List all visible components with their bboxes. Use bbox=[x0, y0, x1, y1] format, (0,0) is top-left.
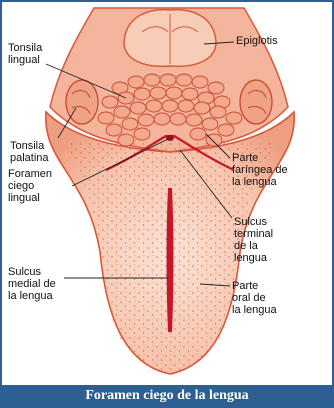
median-sulcus bbox=[167, 188, 174, 332]
label-sulcus-medial: Sulcus medial de la lengua bbox=[8, 266, 56, 302]
label-tonsila-lingual: Tonsila lingual bbox=[8, 42, 42, 66]
label-epiglotis: Epiglotis bbox=[236, 35, 278, 47]
figure-caption: Foramen ciego de la lengua bbox=[2, 385, 332, 406]
label-parte-faringea: Parte faríngea de la lengua bbox=[232, 152, 288, 188]
label-sulcus-terminal: Sulcus terminal de la lengua bbox=[234, 216, 273, 264]
label-parte-oral: Parte oral de la lengua bbox=[232, 280, 277, 316]
label-foramen-ciego-lingual: Foramen ciego lingual bbox=[8, 168, 52, 204]
palatine-tonsil-right bbox=[240, 80, 272, 124]
foramen-caecum bbox=[166, 135, 174, 141]
label-tonsila-palatina: Tonsila palatina bbox=[10, 140, 49, 164]
